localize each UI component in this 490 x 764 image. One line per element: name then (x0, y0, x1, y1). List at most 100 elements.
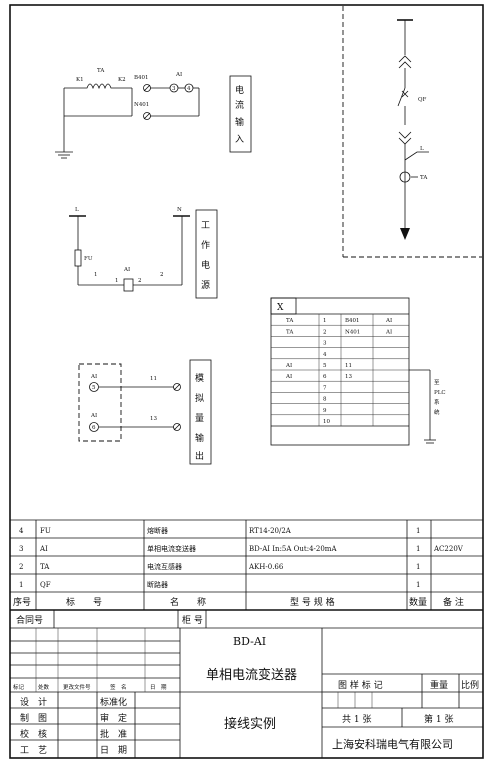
bom-header-code: 标 号 (66, 596, 102, 608)
power-t1: 1 (94, 272, 98, 278)
term-3: 3 (172, 86, 176, 92)
current-input-box (229, 75, 252, 153)
plc-label-1: 至 (434, 379, 440, 386)
ao-term-6: 6 (92, 425, 96, 431)
role-draw: 制 图 (20, 712, 47, 724)
terminal-cell-a: AI (285, 363, 292, 369)
k1-label: K1 (76, 77, 84, 83)
bom-cell-spec: BD-AI In:5A Out:4-20mA (249, 545, 337, 553)
ct-label: TA (97, 68, 105, 74)
power-ai-label: AI (123, 267, 130, 273)
analog-output-label-2: 拟 (195, 392, 204, 404)
terminal-cell-a: AI (285, 374, 292, 380)
bom-header-spec: 型 号 规 格 (290, 596, 335, 608)
weight-label: 重量 (430, 679, 448, 691)
single-line-diagram: QF L TA (342, 6, 482, 258)
wire-n401: N401 (134, 102, 149, 108)
role-design: 设 计 (20, 696, 47, 708)
drawing-title: 接线实例 (224, 716, 276, 732)
fuse-label: FU (84, 256, 93, 262)
terminal-cell-n: 9 (323, 408, 327, 414)
analog-output-box (189, 359, 212, 465)
terminal-cell-c: AI (385, 318, 392, 324)
bom-cell-name: 熔断器 (147, 526, 168, 535)
cabinet-no-label: 柜 号 (182, 614, 203, 626)
sheet-no: 第 1 张 (424, 713, 453, 725)
terminal-cell-b: 13 (345, 374, 352, 380)
working-power-label-1: 工 (201, 221, 210, 231)
terminal-cell-n: 4 (323, 352, 327, 358)
power-t2: 2 (138, 278, 142, 284)
terminal-cell-n: 2 (323, 329, 327, 335)
analog-output-label-1: 模 (195, 373, 204, 384)
bom-cell-spec: AKH-0.66 (248, 563, 284, 571)
outer-frame (9, 4, 484, 759)
working-power-label-3: 电 (201, 259, 210, 271)
analog-output-label-4: 输 (195, 432, 204, 444)
terminal-cell-a: TA (286, 329, 294, 335)
ao-wire-11: 11 (150, 376, 157, 382)
terminal-cell-n: 3 (323, 341, 327, 347)
terminal-cell-n: 5 (323, 363, 327, 369)
current-input-label-3: 输 (235, 116, 244, 128)
rev-h-1: 标记 (13, 683, 25, 691)
bom-cell-seq: 1 (19, 581, 23, 589)
terminal-cell-n: 6 (323, 374, 327, 380)
role-check: 校 核 (20, 728, 47, 740)
ao-ai-bottom: AI (90, 413, 97, 419)
bom-cell-spec: RT14-20/2A (249, 527, 292, 535)
ao-ai-top: AI (90, 374, 97, 380)
power-t1b: 1 (115, 278, 119, 284)
current-input-label-1: 电 (235, 84, 244, 96)
terminal-cell-b: 11 (345, 363, 352, 369)
bom-header-qty: 数量 (409, 596, 427, 608)
bom-cell-note: AC220V (433, 545, 464, 553)
current-input-label-4: 入 (235, 134, 244, 145)
working-power-section: L N FU 1 1 AI 2 2 工 作 电 源 (69, 207, 218, 299)
bom-header-name: 名 称 (170, 596, 206, 608)
bom-cell-name: 电流互感器 (147, 562, 182, 571)
bom-cell-name: 断路器 (147, 580, 168, 589)
bom-cell-qty: 1 (416, 527, 420, 535)
bom-cell-seq: 2 (19, 563, 23, 571)
analog-output-section: AI 5 AI 6 11 13 模 拟 量 输 出 (78, 359, 212, 465)
rev-h-5: 日 期 (150, 684, 167, 691)
contract-no-label: 合同号 (16, 614, 43, 626)
bom-cell-code: AI (39, 545, 48, 553)
product-code: BD-AI (233, 635, 266, 648)
meter-label: AI (175, 72, 182, 78)
qf-label: QF (418, 97, 427, 103)
role-process: 工 艺 (20, 745, 47, 756)
bom-cell-seq: 4 (19, 527, 24, 535)
current-input-section: TA K1 K2 B401 AI 3 4 N401 电 流 输 入 (55, 68, 252, 159)
bom-cell-qty: 1 (416, 581, 420, 589)
ao-wire-13: 13 (150, 416, 157, 422)
stage-label: 图 样 标 记 (338, 679, 383, 691)
plc-label-3: 系 (434, 398, 440, 406)
analog-output-label-3: 量 (195, 413, 204, 424)
power-l-label: L (75, 207, 79, 213)
ao-term-5: 5 (92, 385, 96, 391)
bom-cell-code: TA (40, 563, 50, 571)
title-block: 合同号 柜 号 标记 处数 更改文件号 签 名 日 期 设 计 制 图 校 核 … (10, 610, 483, 758)
ta-label: TA (420, 175, 428, 181)
terminal-cell-b: N401 (345, 329, 360, 335)
bom-cell-code: QF (40, 581, 51, 589)
working-power-label-4: 源 (201, 280, 210, 291)
product-name: 单相电流变送器 (206, 667, 297, 683)
company-name: 上海安科瑞电气有限公司 (332, 737, 453, 751)
role-review: 审 定 (100, 712, 127, 724)
working-power-box (195, 209, 218, 299)
plc-label-2: PLC (434, 390, 446, 396)
wire-b401: B401 (134, 75, 149, 81)
role-approve: 批 准 (100, 728, 127, 740)
plc-label-4: 统 (434, 408, 440, 416)
terminal-cell-n: 10 (323, 419, 330, 425)
terminal-block-title: X (277, 303, 284, 313)
bom-cell-qty: 1 (416, 563, 420, 571)
term-4: 4 (187, 86, 191, 92)
role-date: 日 期 (100, 745, 127, 756)
rev-h-3: 更改文件号 (63, 683, 91, 691)
